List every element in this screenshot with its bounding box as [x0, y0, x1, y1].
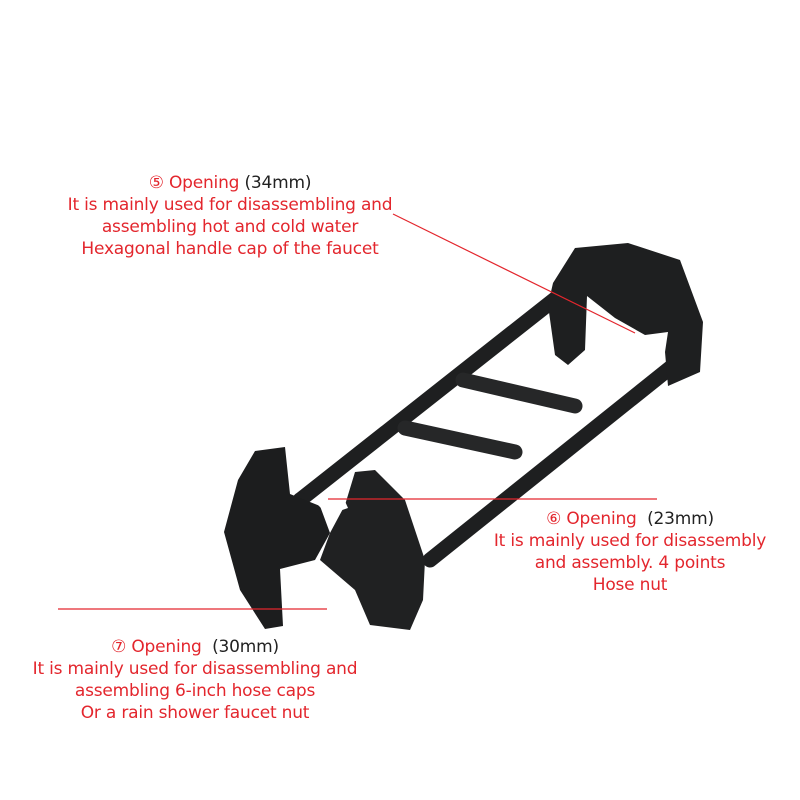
marker-6: ⑥ [546, 509, 562, 529]
description-line: and assembly. 4 points [534, 553, 726, 573]
description-line: assembling hot and cold water [101, 217, 359, 237]
description-line: Or a rain shower faucet nut [80, 703, 310, 723]
opening-size: (34mm) [244, 173, 312, 193]
wrench-head-30mm [224, 447, 330, 629]
description-line: It is mainly used for disassembling and [67, 195, 393, 215]
wrench-head-34mm [548, 243, 703, 386]
opening-size: (30mm) [212, 637, 279, 657]
description-line: It is mainly used for disassembling and [32, 659, 358, 679]
description-line: Hose nut [592, 575, 668, 595]
description-line: assembling 6-inch hose caps [74, 681, 316, 701]
description-line: It is mainly used for disassembly [493, 531, 767, 551]
marker-5: ⑤ [148, 173, 164, 193]
description-line: Hexagonal handle cap of the faucet [81, 239, 379, 259]
wrench-hole [318, 490, 348, 515]
wrench-head-23mm [320, 470, 425, 630]
callout-title: ⑦ Opening (30mm) [0, 636, 390, 658]
leader-lines [58, 213, 657, 610]
opening-label: Opening [566, 509, 637, 529]
opening-label: Opening [131, 637, 202, 657]
callout-opening-5: ⑤ Opening (34mm) It is mainly used for d… [30, 172, 430, 260]
callout-title: ⑥ Opening (23mm) [465, 508, 795, 530]
opening-label: Opening [168, 173, 240, 193]
callout-title: ⑤ Opening (34mm) [30, 172, 430, 194]
callout-opening-6: ⑥ Opening (23mm) It is mainly used for d… [465, 508, 795, 596]
callout-opening-7: ⑦ Opening (30mm) It is mainly used for d… [0, 636, 390, 724]
opening-size: (23mm) [647, 509, 714, 529]
leader-line-opening-5 [392, 213, 636, 334]
wrench-crossbars [397, 372, 583, 460]
marker-7: ⑦ [111, 637, 127, 657]
